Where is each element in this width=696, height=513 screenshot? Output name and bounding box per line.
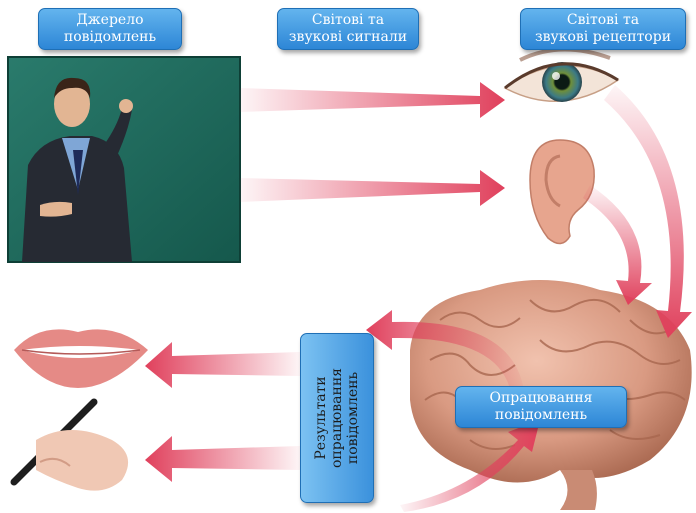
arrow-to-lips — [145, 342, 300, 388]
eye-image — [505, 49, 618, 102]
source-label: Джерело повідомлень — [38, 8, 182, 50]
arrow-to-eye — [240, 82, 505, 118]
arrow-to-ear — [240, 170, 505, 206]
results-label: Результати опрацювання повідомлень — [313, 333, 361, 503]
results-label-box: Результати опрацювання повідомлень — [300, 333, 374, 503]
writing-hand-image — [14, 402, 128, 491]
teacher-image — [8, 57, 240, 262]
arrow-to-hand — [145, 436, 300, 482]
receptors-label: Світові та звукові рецептори — [520, 8, 686, 50]
signals-label: Світові та звукові сигнали — [277, 8, 419, 50]
processing-label: Опрацювання повідомлень — [455, 386, 627, 428]
ear-image — [530, 140, 594, 244]
lips-image — [14, 329, 148, 388]
arrow-ear-to-brain — [583, 185, 652, 305]
